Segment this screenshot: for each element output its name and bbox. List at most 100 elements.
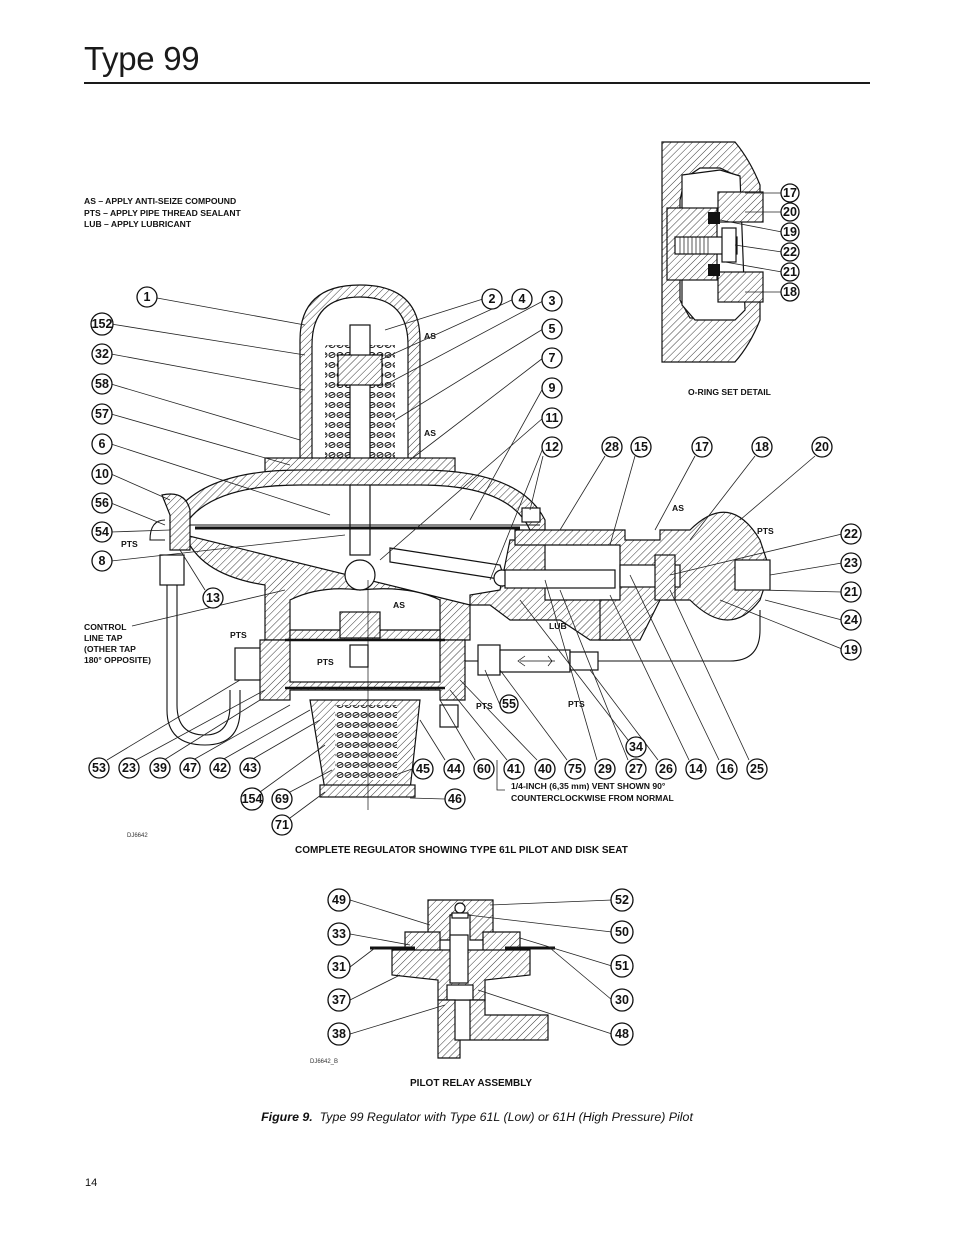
svg-text:21: 21: [844, 585, 858, 599]
callout-29: 29: [594, 758, 616, 780]
restriction-nut: [477, 644, 501, 676]
oring-callout-18: 18: [780, 282, 800, 302]
pts-note: PTS: [317, 657, 334, 667]
figure-caption: Figure 9. Type 99 Regulator with Type 61…: [0, 1110, 954, 1124]
svg-text:39: 39: [153, 761, 167, 775]
oring-lower: [708, 264, 720, 276]
svg-text:8: 8: [99, 554, 106, 568]
relay-ball: [454, 902, 466, 914]
svg-text:45: 45: [416, 762, 430, 776]
callout-10: 10: [91, 463, 113, 485]
svg-text:37: 37: [332, 993, 346, 1007]
svg-text:40: 40: [538, 762, 552, 776]
pilot-spring: [335, 705, 397, 780]
oring-nut: [721, 227, 737, 263]
svg-text:52: 52: [615, 893, 629, 907]
svg-text:19: 19: [844, 643, 858, 657]
svg-text:1: 1: [144, 290, 151, 304]
svg-text:CONTROL: CONTROL: [84, 622, 127, 632]
callout-58: 58: [91, 373, 113, 395]
svg-text:60: 60: [477, 762, 491, 776]
relay-callout-50: 50: [610, 920, 634, 944]
svg-text:12: 12: [545, 440, 559, 454]
callout-23: 23: [840, 552, 862, 574]
relay-callout-52: 52: [610, 888, 634, 912]
callout-8: 8: [91, 550, 113, 572]
callout-13: 13: [202, 587, 224, 609]
svg-text:9: 9: [549, 381, 556, 395]
svg-text:75: 75: [568, 762, 582, 776]
control-tap-fitting: [234, 647, 264, 681]
flow-arrow-icon: [517, 655, 555, 667]
callout-45: 45: [412, 758, 434, 780]
lever-pivot: [344, 559, 376, 591]
oring-upper-retainer: [717, 191, 764, 223]
relay-callout-38: 38: [327, 1022, 351, 1046]
callout-14: 14: [685, 758, 707, 780]
main-regulator-drawing: AS AS AS AS PTS PTS PTS PTS PTS PTS LUB …: [84, 284, 862, 856]
svg-text:(OTHER TAP: (OTHER TAP: [84, 644, 136, 654]
callout-22: 22: [840, 523, 862, 545]
bleed-fitting: [161, 493, 191, 551]
relay-caption: PILOT RELAY ASSEMBLY: [410, 1078, 532, 1089]
callout-11: 11: [541, 407, 563, 429]
svg-text:22: 22: [844, 527, 858, 541]
svg-text:34: 34: [629, 740, 643, 754]
relay-base: [437, 999, 549, 1059]
svg-text:48: 48: [615, 1027, 629, 1041]
pilot-closing-cap: [319, 784, 416, 798]
relay-callout-48: 48: [610, 1022, 634, 1046]
disk-seat: [654, 554, 676, 601]
svg-text:30: 30: [615, 993, 629, 1007]
callout-71: 71: [271, 814, 293, 836]
callout-55: 55: [499, 694, 519, 714]
callout-18: 18: [751, 436, 773, 458]
callout-32: 32: [91, 343, 113, 365]
filter-nut: [569, 651, 599, 671]
svg-text:58: 58: [95, 377, 109, 391]
legend-line-lub: LUB – APPLY LUBRICANT: [84, 219, 192, 230]
svg-text:55: 55: [502, 697, 516, 711]
svg-text:10: 10: [95, 467, 109, 481]
oring-set-detail: 17 20 19 22 21 18 O-RING SET DETAIL: [661, 141, 800, 397]
svg-text:31: 31: [332, 960, 346, 974]
svg-text:11: 11: [545, 411, 558, 425]
upper-diaphragm-casing: [169, 469, 546, 531]
relay-callout-31: 31: [327, 955, 351, 979]
svg-text:152: 152: [92, 317, 113, 331]
svg-text:22: 22: [783, 245, 797, 259]
tube-nut-upper: [159, 554, 185, 586]
callout-34: 34: [625, 736, 647, 758]
callout-47: 47: [179, 757, 201, 779]
svg-text:17: 17: [783, 186, 797, 200]
svg-text:33: 33: [332, 927, 346, 941]
svg-text:2: 2: [489, 292, 496, 306]
svg-text:3: 3: [549, 294, 556, 308]
svg-text:26: 26: [659, 762, 673, 776]
svg-text:23: 23: [844, 556, 858, 570]
callout-46: 46: [444, 788, 466, 810]
svg-text:LINE TAP: LINE TAP: [84, 633, 123, 643]
callout-54: 54: [91, 521, 113, 543]
legend-line-as: AS – APPLY ANTI-SEIZE COMPOUND: [84, 196, 237, 206]
pts-note: PTS: [230, 630, 247, 640]
callout-16: 16: [716, 758, 738, 780]
title-rule: [84, 82, 870, 84]
relay-callout-30: 30: [610, 988, 634, 1012]
pilot-valve: [349, 644, 369, 668]
svg-text:18: 18: [755, 440, 769, 454]
callout-28: 28: [601, 436, 623, 458]
svg-text:27: 27: [629, 762, 643, 776]
callout-15: 15: [630, 436, 652, 458]
callout-20: 20: [811, 436, 833, 458]
svg-text:COUNTERCLOCKWISE FROM NORMAL: COUNTERCLOCKWISE FROM NORMAL: [511, 793, 674, 803]
oring-lower-retainer: [717, 271, 764, 303]
figure-text: Type 99 Regulator with Type 61L (Low) or…: [319, 1110, 693, 1124]
svg-text:25: 25: [750, 762, 764, 776]
legend-line-pts: PTS – APPLY PIPE THREAD SEALANT: [84, 207, 241, 218]
pilot-supply-tubing: [598, 610, 761, 662]
oring-upper: [708, 212, 720, 224]
callout-24: 24: [840, 609, 862, 631]
svg-text:38: 38: [332, 1027, 346, 1041]
relay-callout-51: 51: [610, 954, 634, 978]
